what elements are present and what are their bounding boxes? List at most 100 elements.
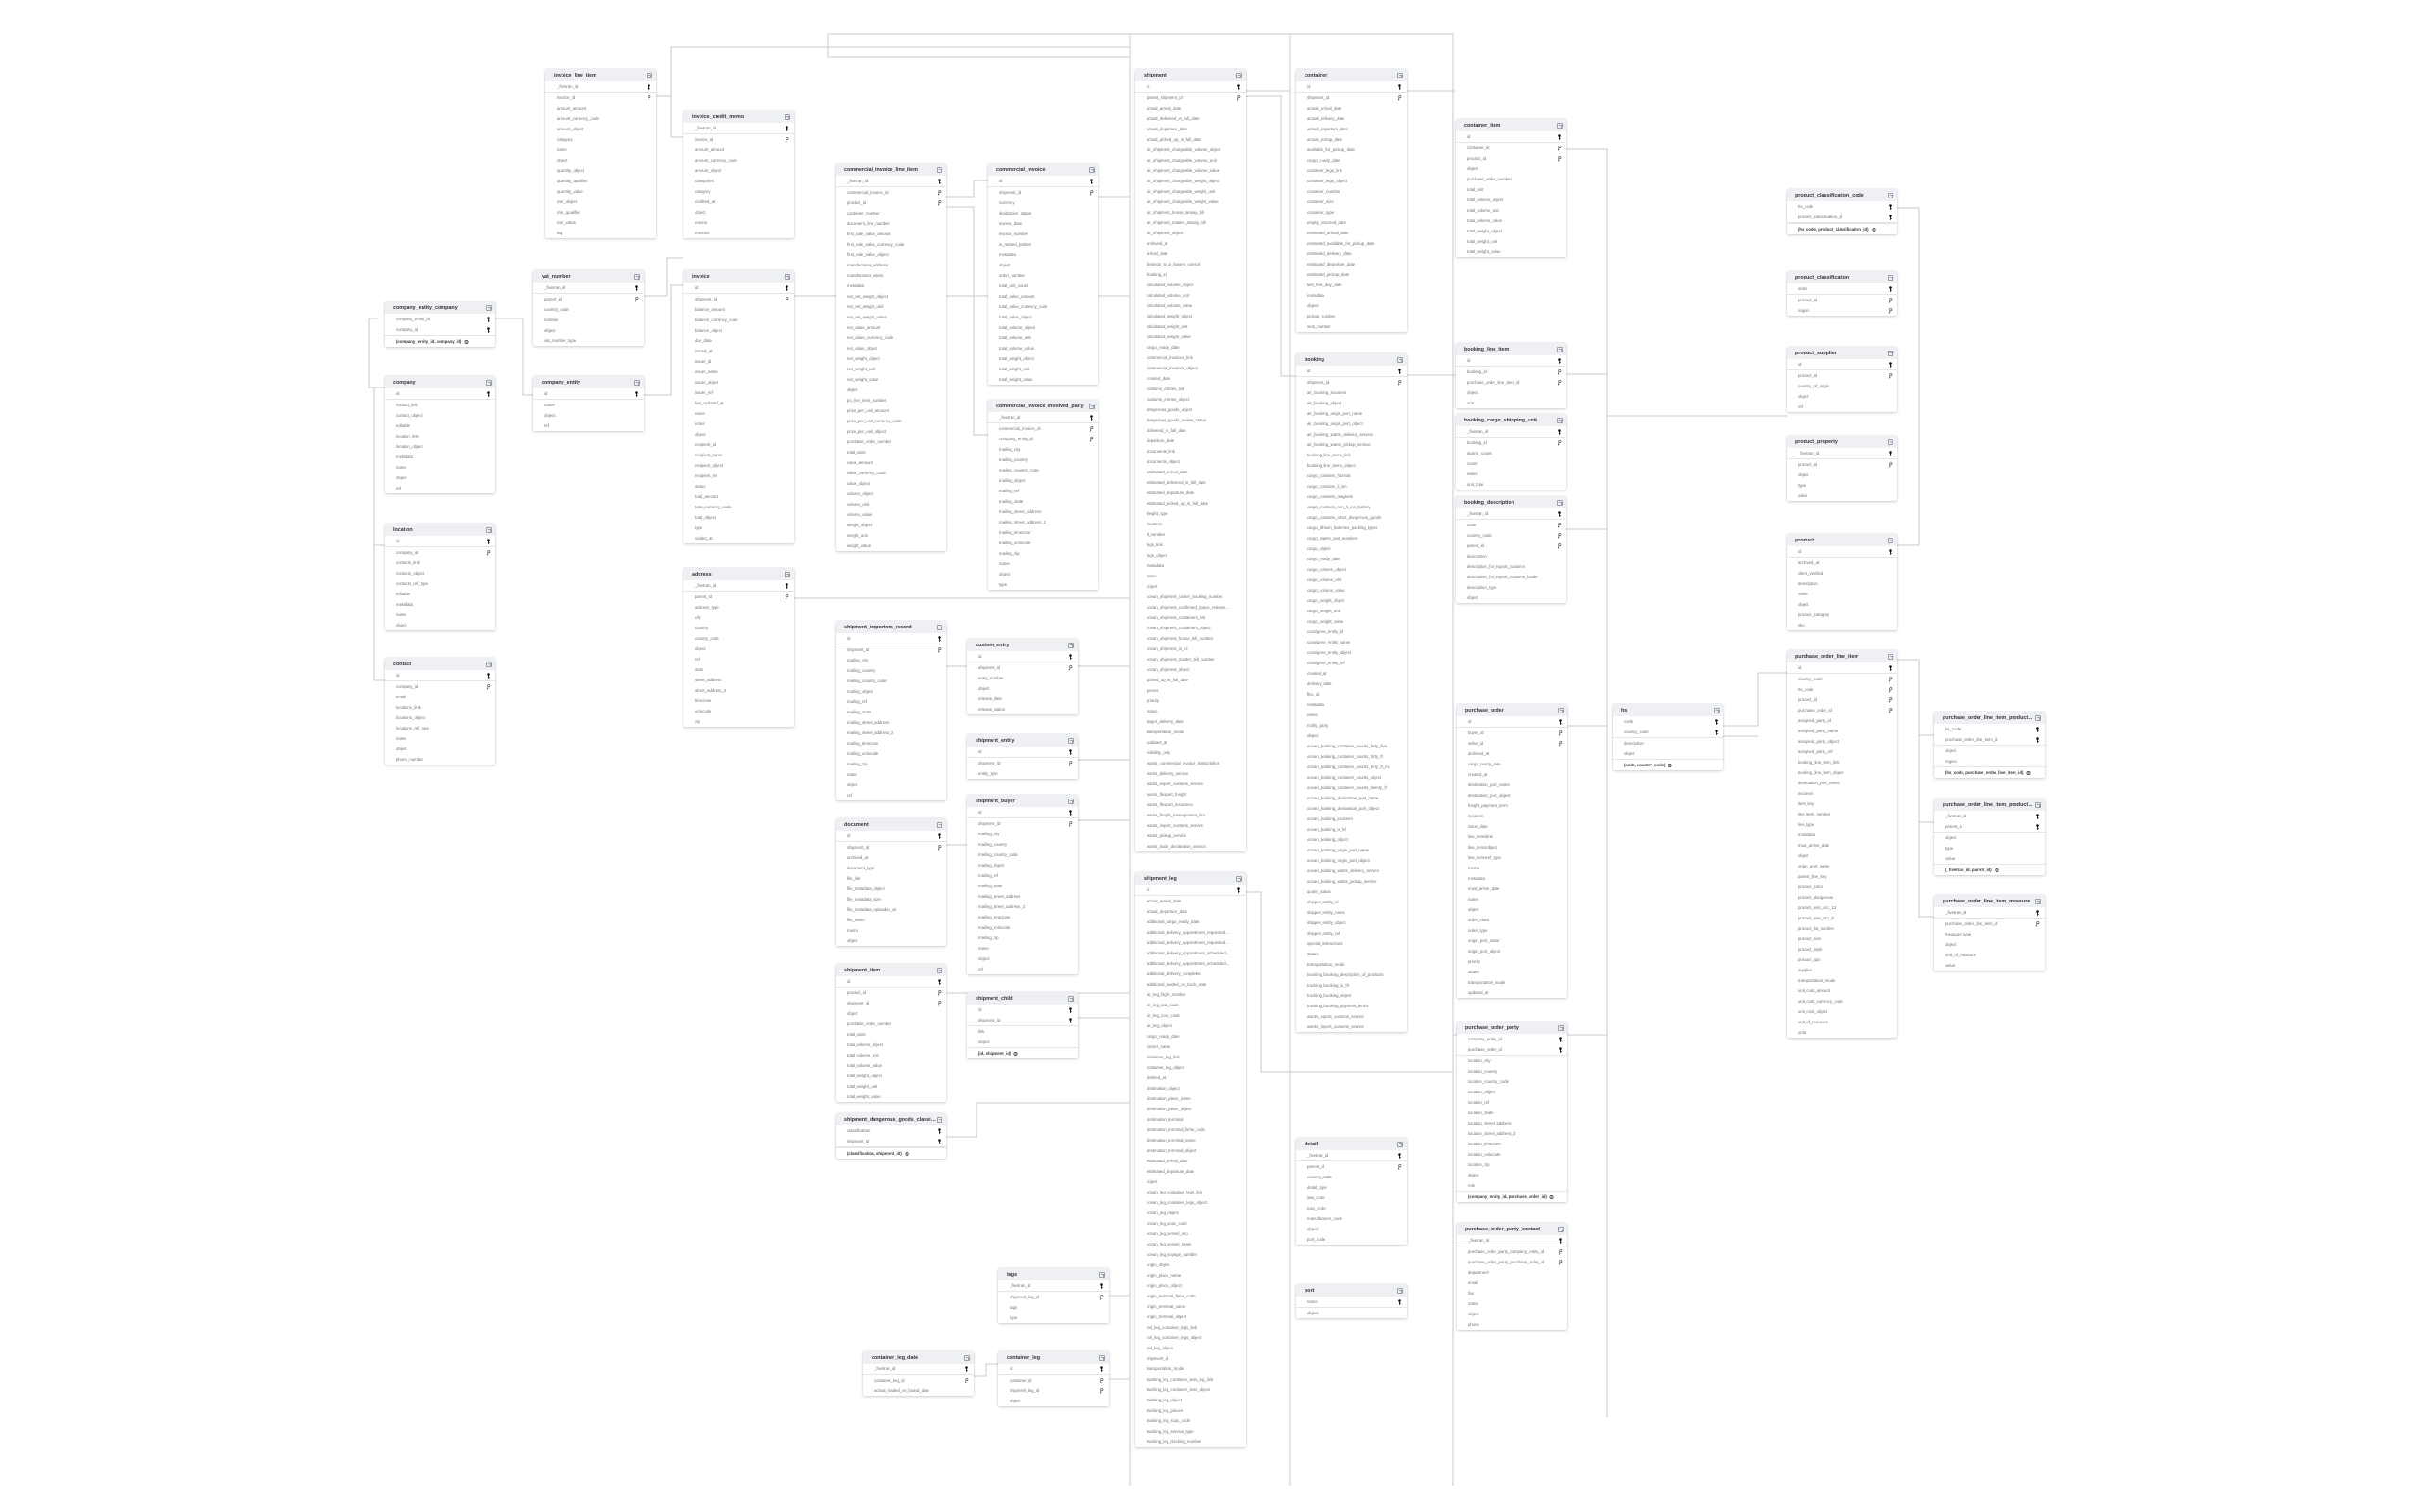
column-row[interactable]: purchase_order_line_item_id [1934, 919, 2045, 929]
column-row[interactable]: locations_link [385, 702, 495, 713]
column-row[interactable]: country_code [1613, 727, 1723, 738]
column-row[interactable]: category [683, 186, 794, 197]
column-row[interactable]: destination_terminal_name [1135, 1135, 1246, 1145]
column-row[interactable]: mailing_ref [988, 486, 1098, 496]
column-row[interactable]: balance_amount [683, 304, 794, 315]
column-row[interactable]: wants_import_customs_service [1296, 1022, 1407, 1032]
column-row[interactable]: weight_object [836, 520, 946, 530]
column-row[interactable]: wants_commercial_invoice_transcription [1135, 758, 1246, 768]
column-row[interactable]: total_weight_unit [1456, 236, 1566, 247]
column-row[interactable]: consignee_entity_ref [1296, 658, 1407, 668]
column-row[interactable]: purchase_order_id [1457, 1044, 1567, 1056]
column-row[interactable]: net_weight_object [836, 353, 946, 364]
column-row[interactable]: shipment_id [1296, 93, 1407, 103]
column-row[interactable]: purchase_order_line_item_id [1934, 734, 2045, 746]
column-row[interactable]: manufacturer_name [836, 270, 946, 281]
column-row[interactable]: locations_ref_type [385, 723, 495, 733]
table-header[interactable]: purchase_order_party [1457, 1022, 1567, 1034]
column-row[interactable]: parent_line_key [1787, 871, 1897, 882]
column-row[interactable]: object [1456, 387, 1566, 398]
column-row[interactable]: client_verified [1787, 568, 1897, 578]
column-row[interactable]: currency [988, 198, 1098, 208]
column-row[interactable]: origin_terminal_firms_code [1135, 1291, 1246, 1301]
table-purchase-order-line-item-product-cla[interactable]: purchase_order_line_item_product_cla...h… [1934, 712, 2045, 778]
column-row[interactable]: object [683, 207, 794, 217]
column-row[interactable]: air_shipment_chargeable_volume_object [1135, 145, 1246, 155]
column-row[interactable]: product_id [1787, 295, 1897, 305]
column-row[interactable]: commercial_invoice_id [836, 187, 946, 198]
column-row[interactable]: purchase_order_party_company_entity_id [1457, 1246, 1567, 1257]
column-row[interactable]: hs_code [1787, 684, 1897, 695]
column-row[interactable]: actual_departure_date [1296, 124, 1407, 134]
expand-icon[interactable] [486, 379, 492, 386]
column-row[interactable]: status [1457, 967, 1567, 977]
column-row[interactable]: value [1934, 853, 2045, 864]
table-header[interactable]: shipment_dangerous_goods_classific... [836, 1113, 946, 1125]
column-row[interactable]: mailing_zip [988, 548, 1098, 558]
column-row[interactable]: trucking_booking_is_ftl [1296, 980, 1407, 990]
column-row[interactable]: cargo_volume_object [1296, 564, 1407, 575]
column-row[interactable]: product_dangerous [1787, 892, 1897, 902]
column-row[interactable]: id [998, 1364, 1109, 1375]
column-row[interactable]: total_unit_count [988, 281, 1098, 291]
column-row[interactable]: ocean_shipment_containers_link [1135, 612, 1246, 623]
column-row[interactable]: id [1456, 355, 1566, 367]
column-row[interactable]: rail_leg_container_legs_link [1135, 1322, 1246, 1332]
column-row[interactable]: id [1787, 359, 1897, 370]
column-row[interactable]: locations_object [385, 713, 495, 723]
column-row[interactable]: metadata [836, 281, 946, 291]
expand-icon[interactable] [1888, 274, 1893, 281]
column-row[interactable]: due_date [683, 335, 794, 346]
column-row[interactable]: object [1934, 833, 2045, 843]
column-row[interactable]: issuer_ref [683, 387, 794, 398]
column-row[interactable]: location_zip [1457, 1160, 1567, 1170]
column-row[interactable]: ocean_booking_container_counts_twenty_ft [1296, 782, 1407, 793]
column-row[interactable]: ocean_booking_wants_pickup_service [1296, 876, 1407, 886]
column-row[interactable]: location_unlocode [1457, 1149, 1567, 1160]
expand-icon[interactable] [647, 72, 652, 78]
column-row[interactable]: value [1934, 960, 2045, 971]
column-row[interactable]: ocean_booking_container_counts_forty_ft [1296, 751, 1407, 762]
table-header[interactable]: contact [385, 658, 495, 670]
column-row[interactable]: order_type [1457, 925, 1567, 936]
column-row[interactable]: object [1296, 1308, 1407, 1318]
column-row[interactable]: object [1787, 850, 1897, 861]
column-row[interactable]: archived_at [1787, 558, 1897, 568]
column-row[interactable]: code [1613, 716, 1723, 727]
column-row[interactable]: additional_loaded_on_truck_date [1135, 979, 1246, 989]
column-row[interactable]: mailing_street_address_2 [836, 728, 946, 738]
column-row[interactable]: department [1457, 1267, 1567, 1278]
column-row[interactable]: mailing_city [988, 444, 1098, 455]
column-row[interactable]: air_shipment_chargeable_volume_value [1135, 165, 1246, 176]
column-row[interactable]: id [1135, 81, 1246, 93]
column-row[interactable]: total_volume_unit [988, 333, 1098, 343]
column-row[interactable]: actual_departure_date [1135, 124, 1246, 134]
column-row[interactable]: ref [533, 421, 644, 431]
column-row[interactable]: object [1934, 939, 2045, 950]
column-row[interactable]: parent_shipment_id [1135, 93, 1246, 103]
column-row[interactable]: total_volume_object [1456, 195, 1566, 205]
table-header[interactable]: commercial_invoice_involved_party [988, 400, 1098, 412]
column-row[interactable]: company_id [385, 547, 495, 558]
column-row[interactable]: total_value_currency_code [988, 301, 1098, 312]
column-row[interactable]: id [1787, 546, 1897, 558]
expand-icon[interactable] [1089, 166, 1095, 173]
column-row[interactable]: phone [1457, 1319, 1567, 1330]
column-row[interactable]: ocean_booking_container_counts_object [1296, 772, 1407, 782]
column-row[interactable]: description [1456, 551, 1566, 561]
column-row[interactable]: calculated_volume_unit [1135, 290, 1246, 301]
column-row[interactable]: ocean_shipment_carrier_booking_number [1135, 592, 1246, 602]
column-row[interactable]: order_number [988, 270, 1098, 281]
table-header[interactable]: shipment_leg [1135, 872, 1246, 885]
column-row[interactable]: shipment_id [1296, 377, 1407, 387]
column-row[interactable]: shipper_entity_id [1296, 897, 1407, 907]
column-row[interactable]: parent_id [533, 294, 644, 304]
column-row[interactable]: visibility_only [1135, 747, 1246, 758]
